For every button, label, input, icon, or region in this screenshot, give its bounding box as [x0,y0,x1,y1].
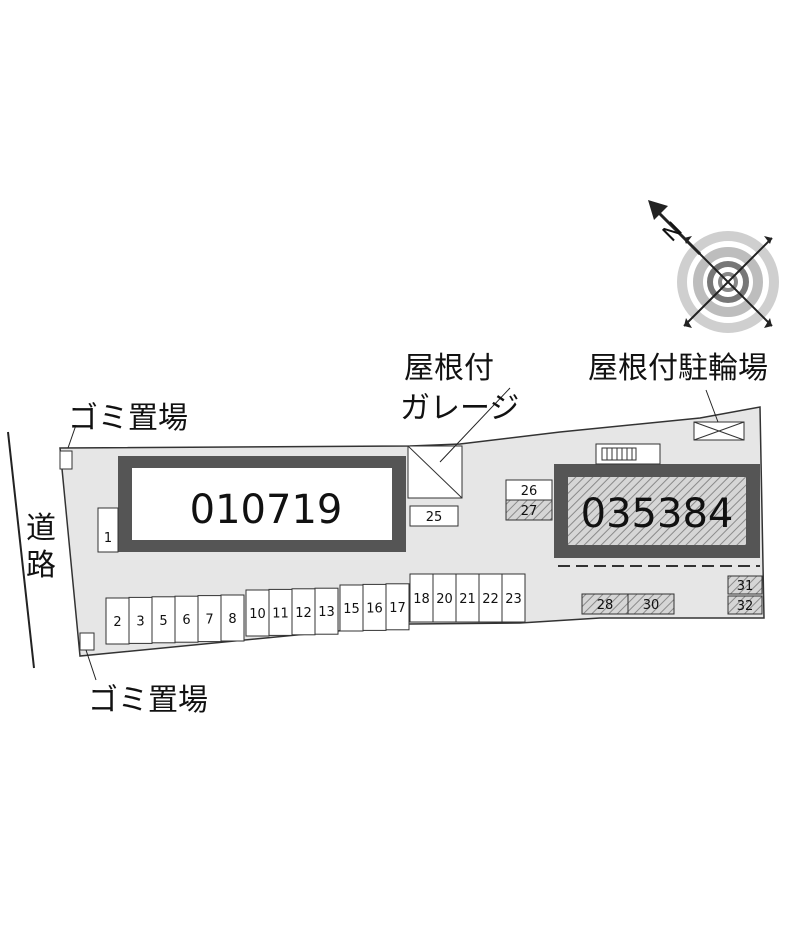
parking-spot-number: 32 [737,599,754,614]
parking-spot-number: 10 [249,607,266,622]
building-035384-label: 035384 [581,491,734,537]
roofed-garage-diagonal [407,445,463,499]
garbage-label-top: ゴミ置場 [68,401,188,436]
parking-spot-number: 2 [113,615,121,630]
building-010719-label: 010719 [190,487,343,533]
north-arrow-head [648,200,668,220]
parking-spot [409,505,459,527]
parking-spot-number: 27 [521,504,538,519]
bike-parking-label: 屋根付駐輪場 [588,351,768,386]
parking-spot-number: 21 [459,592,476,607]
parking-spot-number: 6 [182,613,190,628]
garbage-top-leader [67,424,77,449]
bike-parking-x2 [693,421,745,441]
parking-spot-number: 8 [228,612,236,627]
parking-spot-number: 18 [413,592,430,607]
parking-spot-hatched [727,595,763,615]
parking-spot [385,583,410,631]
garbage-box-bottom [79,632,95,651]
road-label-char1: 道 [26,511,56,546]
parking-spot-number: 12 [295,606,312,621]
building-035384-inner [568,477,746,545]
parking-spot-number: 11 [272,606,289,621]
parking-spot [220,594,245,642]
bike-parking-leader [705,389,719,423]
garbage-label-bottom: ゴミ置場 [88,683,208,718]
parking-spot [501,573,526,623]
parking-spot-number: 30 [643,598,660,613]
parking-spot-number: 16 [366,601,383,616]
parking-spot-hatched [505,499,553,521]
parking-spot-number: 5 [159,614,167,629]
parking-spot-number: 22 [482,592,499,607]
parking-spot-number: 7 [205,613,213,628]
garage-label-line2: ガレージ [400,391,519,426]
parking-spot-hatched [727,575,763,595]
stairs-lines [606,448,633,460]
parking-spot-number: 13 [318,605,335,620]
parking-spot-number: 31 [737,579,754,594]
parking-spot-number: 20 [436,592,453,607]
parking-spot-number: 28 [597,598,614,613]
road-line [7,431,35,669]
building-010719-inner [132,468,392,540]
parking-spot-number: 3 [136,614,144,629]
parking-spot-number: 25 [426,510,443,525]
parking-spot-number: 1 [104,531,112,546]
compass-rose [677,231,779,333]
parking-spot [97,507,119,553]
parking-spot [314,587,339,635]
parking-spot-number: 15 [343,602,360,617]
parking-spot-number: 26 [521,484,538,499]
parking-spot-number: 23 [505,592,522,607]
north-letter: N [658,218,687,247]
garage-label-line1: 屋根付 [404,351,494,386]
parking-spot-hatched [627,593,675,615]
garbage-bottom-leader [85,649,97,681]
parking-spot-number: 17 [389,601,406,616]
garbage-box-top [59,450,73,470]
road-label-char2: 路 [26,548,56,583]
garage-leader [439,387,511,463]
